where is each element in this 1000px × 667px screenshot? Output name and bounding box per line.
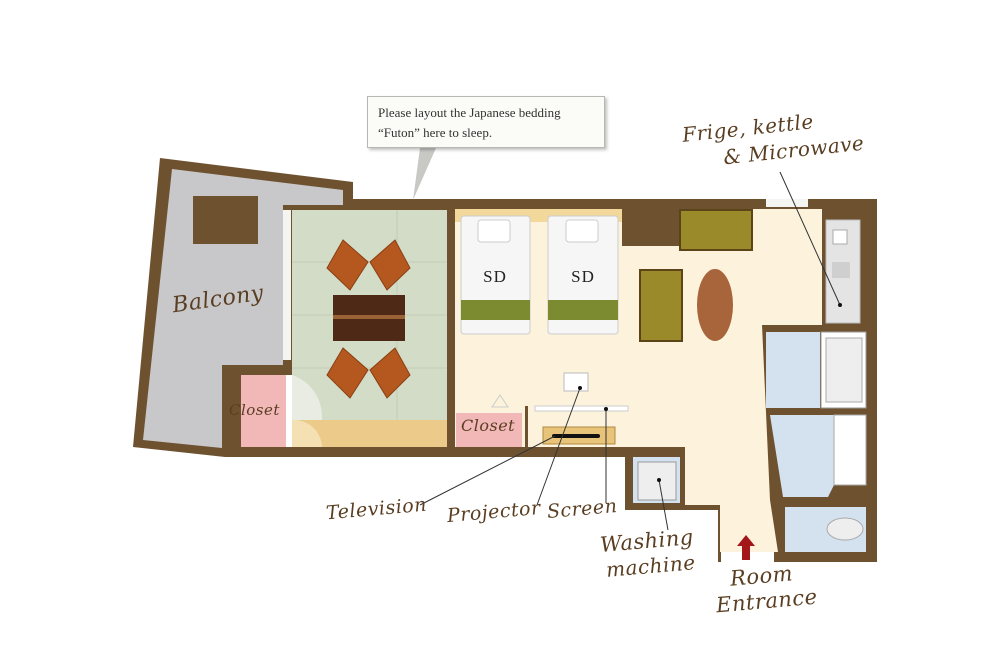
washbasin [833,414,867,486]
window [283,210,291,360]
leader-lines [419,171,841,531]
futon-callout: Please layout the Japanese bedding “Futo… [367,96,605,148]
closet-right-label: Closet [461,416,516,435]
bed-1 [460,215,531,335]
floor-chairs [326,239,411,399]
door-swing [292,375,323,420]
bed-2-label: SD [571,267,595,286]
closet-door [286,375,292,447]
bathroom-floor [766,332,820,408]
closet-left-label: Closet [229,401,280,419]
callout-pointer [413,148,436,200]
washroom-floor [770,415,834,497]
wall-block [622,209,680,246]
television [552,434,600,438]
closet-left [241,375,286,447]
callout-line-1: Please layout the Japanese bedding [378,105,561,120]
closet-right [456,413,522,447]
sofa-left [639,269,683,342]
bed-1-label: SD [483,267,507,286]
leader-dots [578,303,842,482]
oval-table [697,269,733,341]
toilet [826,517,864,541]
balcony-table [193,196,258,244]
screen [534,405,629,412]
entrance-arrow-icon [737,535,755,560]
projector [563,372,589,392]
entrance-label-line-1: Room [729,561,794,591]
bed-2 [547,215,619,335]
window-right [766,199,808,207]
sofa-top [679,209,753,251]
callout-line-2: “Futon” here to sleep. [378,125,493,140]
